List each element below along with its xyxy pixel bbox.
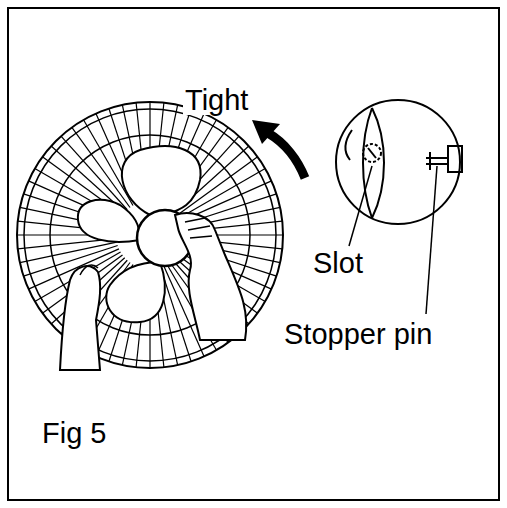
- thumb-line: [80, 265, 98, 275]
- part-label: Stopper pin: [282, 320, 434, 349]
- rotation-arrow: [268, 133, 305, 178]
- pin-leader: [426, 166, 437, 314]
- figure-caption: Fig 5: [40, 419, 108, 448]
- slot-leader: [349, 166, 372, 246]
- part-label: Slot: [311, 249, 365, 278]
- direction-label: Tight: [183, 86, 250, 115]
- arrow-head: [252, 120, 280, 144]
- fan-guard: [17, 102, 283, 368]
- detail-inset: [336, 100, 462, 224]
- frame-border: [8, 8, 499, 500]
- right-hand: [175, 213, 246, 340]
- finger-lines: [185, 218, 212, 238]
- left-hand: [60, 266, 100, 370]
